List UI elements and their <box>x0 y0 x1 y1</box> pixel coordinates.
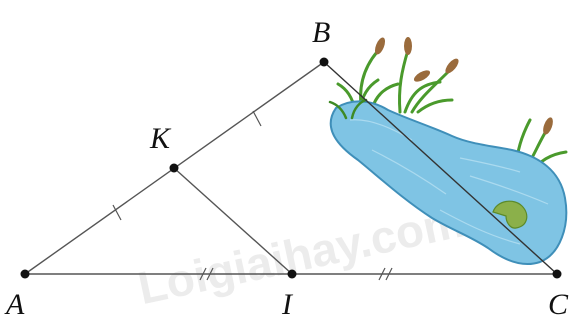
label-a: A <box>4 288 25 321</box>
tick-ai-2 <box>206 267 214 281</box>
lily-pad <box>492 200 528 229</box>
tick-ic-1 <box>378 267 386 281</box>
tick-kb <box>252 110 262 127</box>
segment-ki <box>173 167 293 275</box>
tick-ak <box>112 204 122 221</box>
points <box>20 57 562 279</box>
label-b: B <box>312 16 330 49</box>
watermark: Loigiaihay.com <box>133 194 468 314</box>
cattail-heads-left <box>374 37 459 82</box>
segment-bc <box>323 61 558 275</box>
front-reeds <box>328 98 368 120</box>
point-b <box>319 57 329 67</box>
label-k: K <box>149 122 172 155</box>
tick-marks <box>112 110 393 281</box>
point-a <box>20 269 30 279</box>
label-i: I <box>281 288 294 321</box>
point-c <box>552 269 562 279</box>
point-i <box>287 269 297 279</box>
tick-ic-2 <box>385 267 393 281</box>
pond-illustration <box>328 37 568 266</box>
tick-ai-1 <box>199 267 207 281</box>
cattail-heads-right <box>543 117 553 135</box>
point-k <box>169 163 179 173</box>
label-c: C <box>548 288 569 321</box>
